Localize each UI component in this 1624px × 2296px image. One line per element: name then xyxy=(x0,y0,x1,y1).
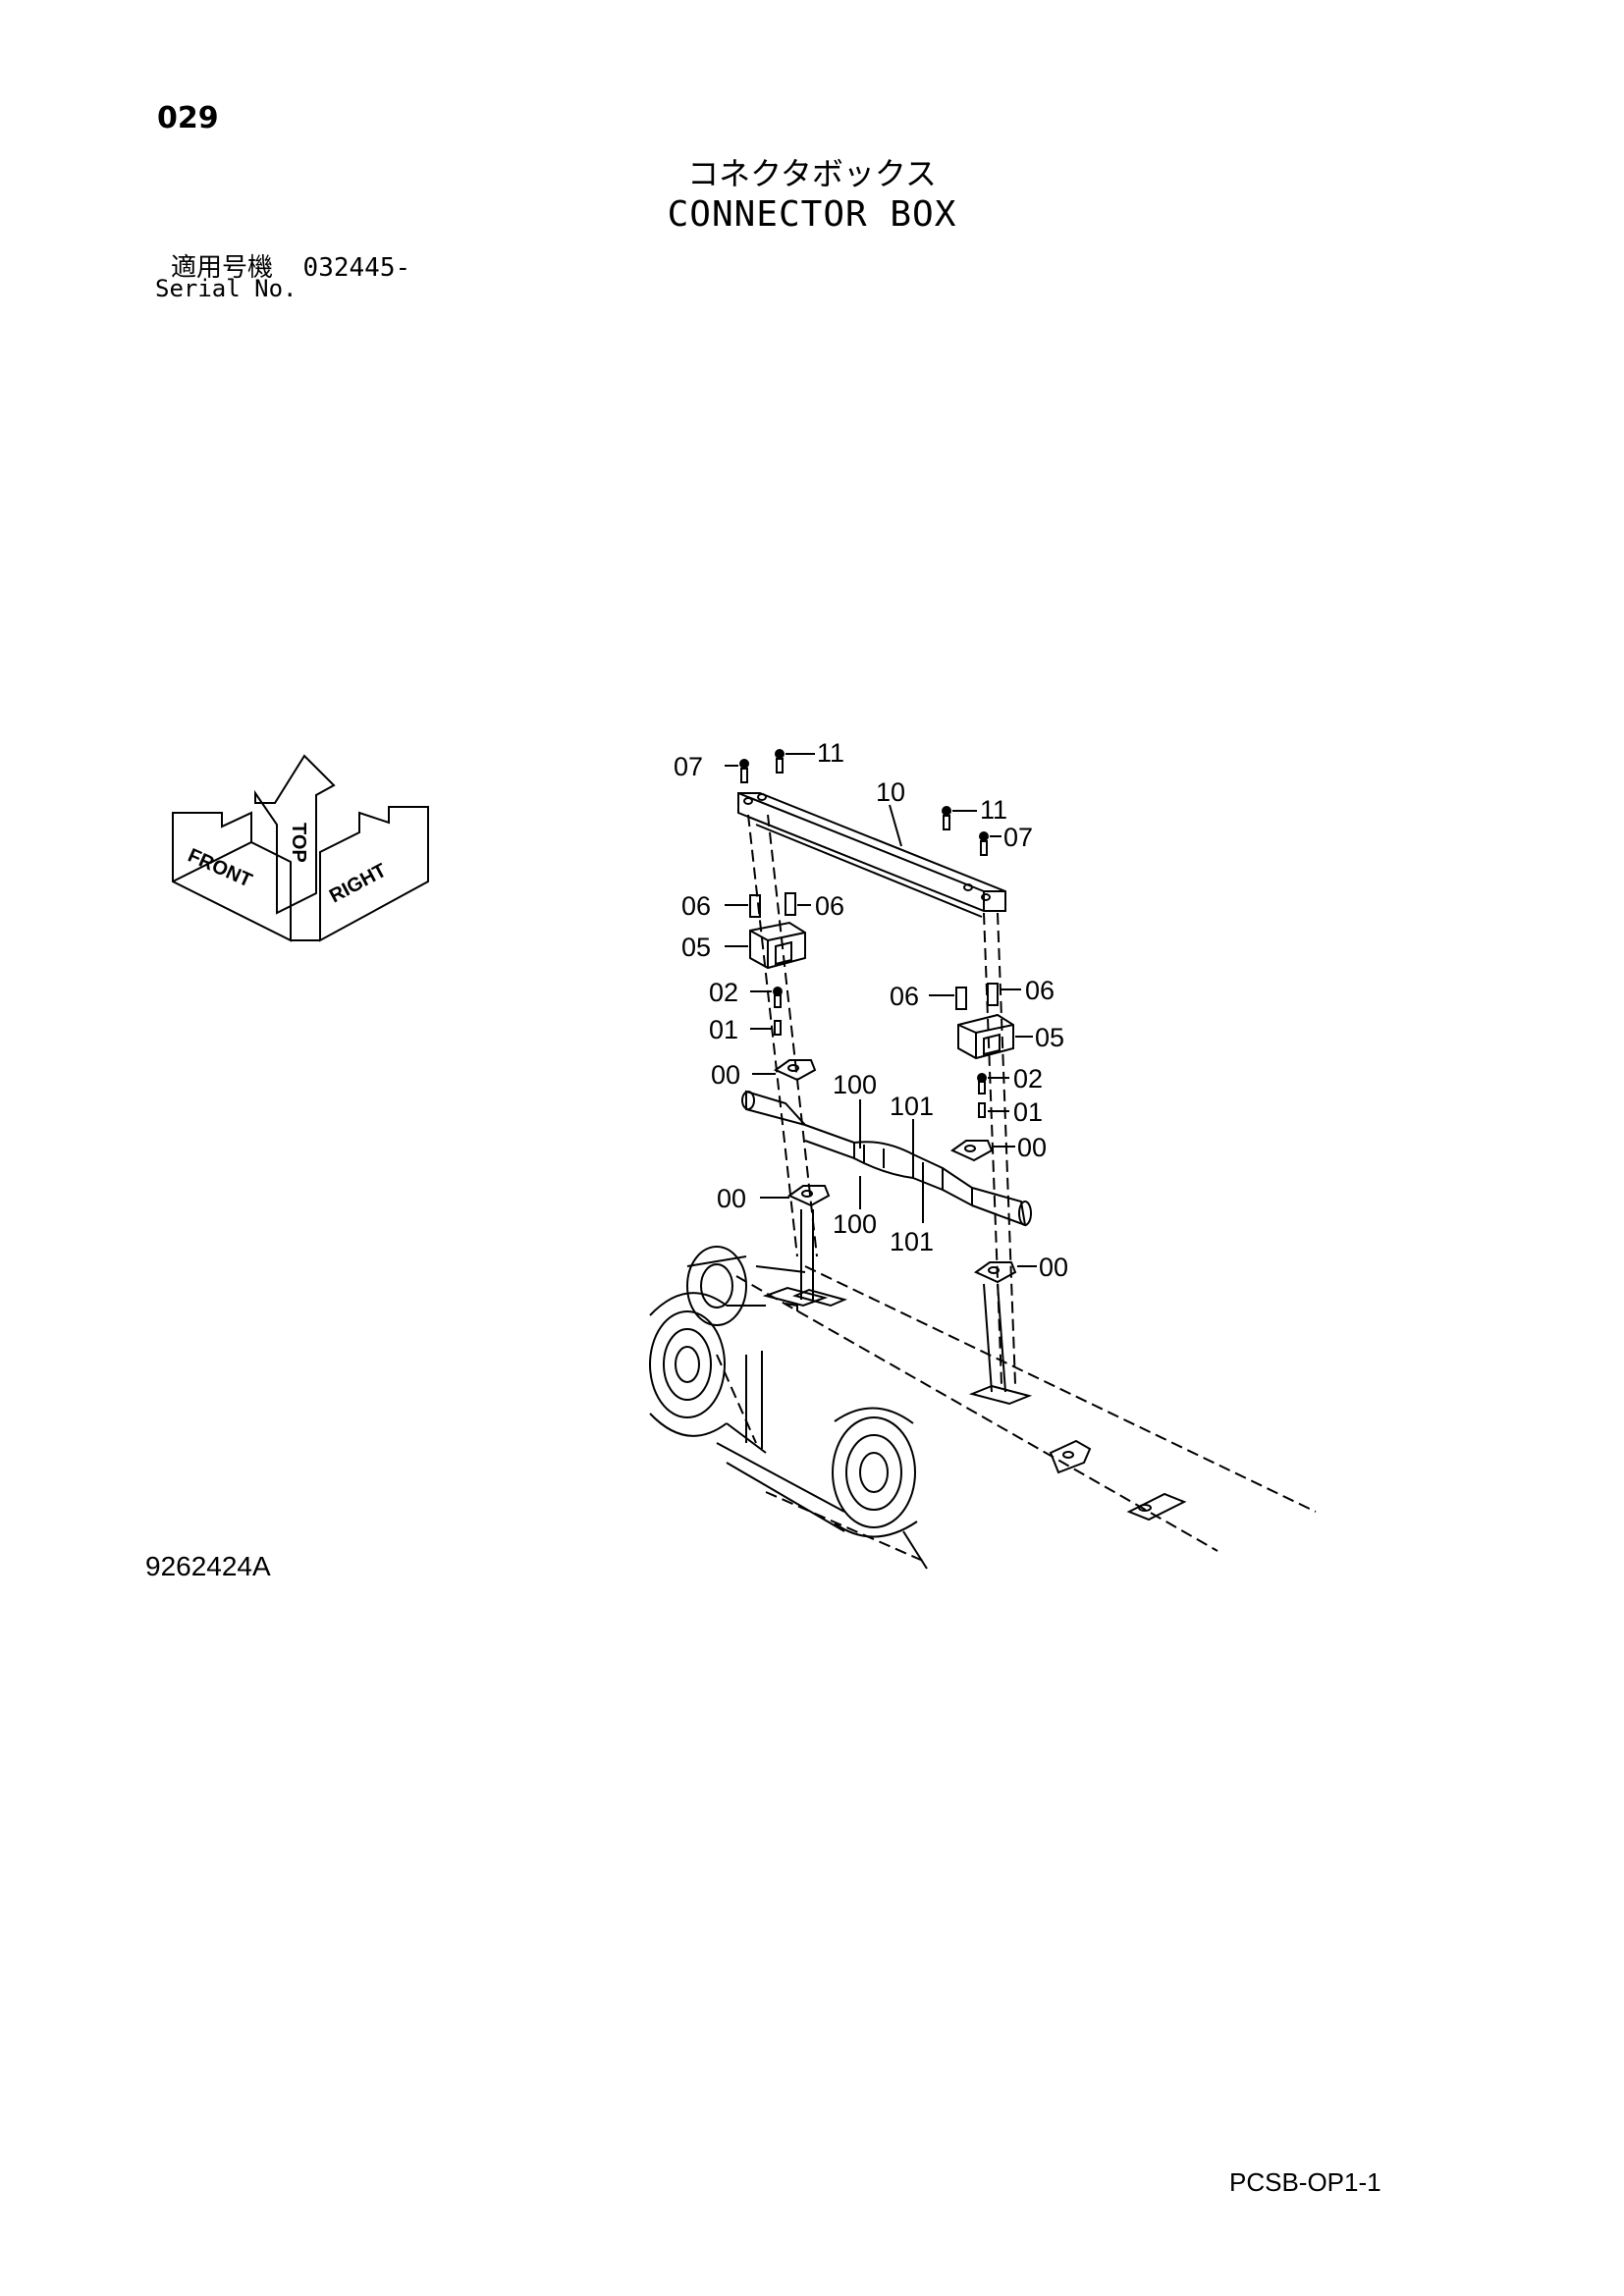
serial-label: Serial No. xyxy=(155,275,298,302)
cable-harness xyxy=(741,1090,1032,1227)
callout-00: 00 xyxy=(711,1060,740,1090)
callout-02: 02 xyxy=(1013,1064,1043,1094)
right-arrow-icon xyxy=(319,806,429,942)
bracket-part-10 xyxy=(737,792,1006,918)
callout-05: 05 xyxy=(681,933,711,962)
page-title: CONNECTOR BOX xyxy=(667,194,957,235)
callout-02: 02 xyxy=(709,978,738,1007)
right-label: RIGHT xyxy=(326,860,390,908)
top-label: TOP xyxy=(288,823,309,863)
serial-value: 032445- xyxy=(302,253,411,283)
callout-00: 00 xyxy=(1017,1133,1047,1162)
callout-06: 06 xyxy=(815,891,844,921)
page-code: PCSB-OP1-1 xyxy=(1229,2167,1381,2197)
top-arrow-icon xyxy=(254,754,336,915)
front-label: FRONT xyxy=(185,844,255,891)
callout-06: 06 xyxy=(1025,976,1055,1005)
callout-100: 100 xyxy=(833,1070,877,1099)
serial-range: 適用号機 032445- xyxy=(171,247,410,284)
callout-06: 06 xyxy=(681,891,711,921)
serial-label-japanese: 適用号機 xyxy=(171,253,274,283)
page-number: 029 xyxy=(157,101,219,135)
callout-101: 101 xyxy=(890,1227,934,1256)
callout-07: 07 xyxy=(1003,823,1033,852)
callout-06: 06 xyxy=(890,982,919,1011)
figure-id: 9262424A xyxy=(145,1551,271,1581)
front-arrow-icon xyxy=(172,811,292,942)
clamp-block-05-left xyxy=(749,921,806,970)
callout-11: 11 xyxy=(817,738,844,768)
callout-101: 101 xyxy=(890,1092,934,1121)
callout-01: 01 xyxy=(1013,1097,1043,1127)
callout-10: 10 xyxy=(876,777,905,807)
page-title-japanese: コネクタボックス xyxy=(687,155,937,192)
callout-07: 07 xyxy=(674,752,703,781)
callout-11: 11 xyxy=(980,795,1007,825)
orientation-arrows xyxy=(172,754,429,942)
callout-100: 100 xyxy=(833,1209,877,1239)
clamp-block-05-right xyxy=(957,1013,1014,1060)
bolts-top xyxy=(739,749,989,856)
callout-00: 00 xyxy=(1039,1253,1068,1282)
callout-01: 01 xyxy=(709,1015,738,1044)
callout-00: 00 xyxy=(717,1184,746,1213)
dashed-guides xyxy=(716,814,1317,1562)
machine-frame xyxy=(649,1209,1187,1570)
callout-05: 05 xyxy=(1035,1023,1064,1052)
